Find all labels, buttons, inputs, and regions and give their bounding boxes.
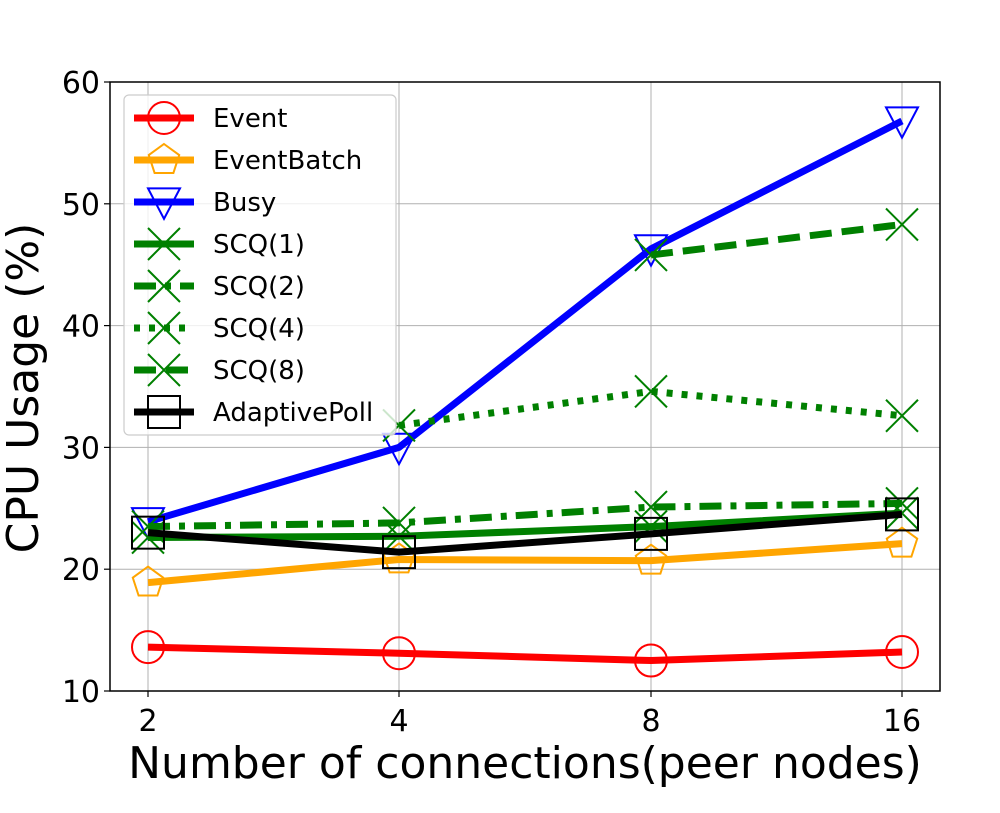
marker-stroke	[382, 408, 416, 443]
series-line	[650, 221, 903, 259]
data-point	[382, 535, 416, 570]
data-point	[634, 374, 668, 409]
data-point	[884, 106, 920, 140]
series-line	[147, 509, 903, 542]
legend-marker	[146, 187, 182, 221]
x-tick-label: 2	[138, 704, 157, 739]
marker-stroke	[885, 399, 919, 433]
legend-label: EventBatch	[213, 146, 362, 176]
y-tick-label: 20	[62, 553, 100, 588]
data-point	[131, 515, 165, 550]
y-tick-label: 50	[62, 188, 100, 223]
series-layer	[130, 106, 920, 678]
x-axis-label: Number of connections(peer nodes)	[128, 738, 922, 789]
series-line	[147, 510, 903, 556]
x-tick-label: 4	[389, 704, 408, 739]
data-point	[885, 497, 919, 532]
data-point	[634, 543, 668, 575]
legend-marker	[147, 395, 181, 429]
series-line	[147, 540, 903, 587]
y-tick-label: 60	[62, 66, 100, 101]
legend-label: SCQ(2)	[213, 272, 305, 302]
legend-item: SCQ(1)	[134, 227, 305, 261]
legend-item: SCQ(8)	[134, 353, 305, 387]
marker-stroke	[147, 311, 181, 345]
plot-frame	[109, 81, 941, 692]
data-point	[634, 516, 668, 551]
marker-stroke	[147, 353, 181, 387]
legend-item: Busy	[134, 187, 276, 221]
legend-item: Event	[134, 101, 287, 135]
data-point	[381, 432, 417, 467]
marker-stroke	[147, 269, 181, 303]
data-point	[885, 207, 919, 242]
marker-stroke	[382, 506, 416, 540]
series-adaptivepoll	[131, 497, 919, 570]
y-tick-label: 10	[62, 675, 100, 710]
data-point	[634, 643, 668, 678]
y-tick-label: 40	[62, 310, 100, 345]
y-tick-label: 30	[62, 431, 100, 466]
series-line	[147, 499, 903, 531]
legend-item: AdaptivePoll	[134, 395, 373, 429]
data-point	[885, 635, 919, 670]
legend-marker	[147, 311, 181, 345]
data-point	[131, 630, 165, 665]
legend-label: SCQ(8)	[213, 356, 305, 386]
ticks: 2 4 8 16 10 20 30 40 50 60	[62, 66, 921, 739]
legend-marker	[147, 101, 181, 135]
data-point	[131, 565, 165, 597]
legend-label: SCQ(1)	[213, 230, 305, 260]
y-axis-label: CPU Usage (%)	[0, 223, 49, 554]
legend-box	[123, 94, 397, 436]
legend-marker	[147, 227, 181, 261]
data-point	[885, 526, 919, 558]
marker-stroke	[147, 227, 181, 261]
legend-label: AdaptivePoll	[213, 398, 373, 428]
legend-item: SCQ(4)	[134, 311, 305, 345]
legend-marker	[147, 269, 181, 303]
series-eventbatch	[131, 526, 919, 597]
data-point	[382, 636, 416, 671]
legend-item: SCQ(2)	[134, 269, 305, 303]
marker-stroke	[885, 496, 919, 530]
x-tick-label: 8	[641, 704, 660, 739]
x-tick-label: 16	[883, 704, 921, 739]
series-line	[147, 643, 903, 665]
legend-item: EventBatch	[134, 142, 362, 176]
series-scq-8-	[634, 207, 919, 272]
data-point	[382, 506, 416, 540]
marker-stroke	[634, 374, 668, 409]
data-point	[634, 238, 668, 272]
data-point	[885, 399, 919, 433]
legend-label: SCQ(4)	[213, 314, 305, 344]
series-line	[147, 117, 904, 526]
legend-marker	[147, 142, 181, 174]
legend-label: Busy	[213, 188, 276, 218]
series-event	[131, 630, 919, 678]
marker-stroke	[634, 238, 668, 272]
legend-marker	[147, 353, 181, 387]
marker-stroke	[885, 207, 919, 242]
series-line	[398, 387, 903, 429]
legend-label: Event	[213, 104, 287, 134]
